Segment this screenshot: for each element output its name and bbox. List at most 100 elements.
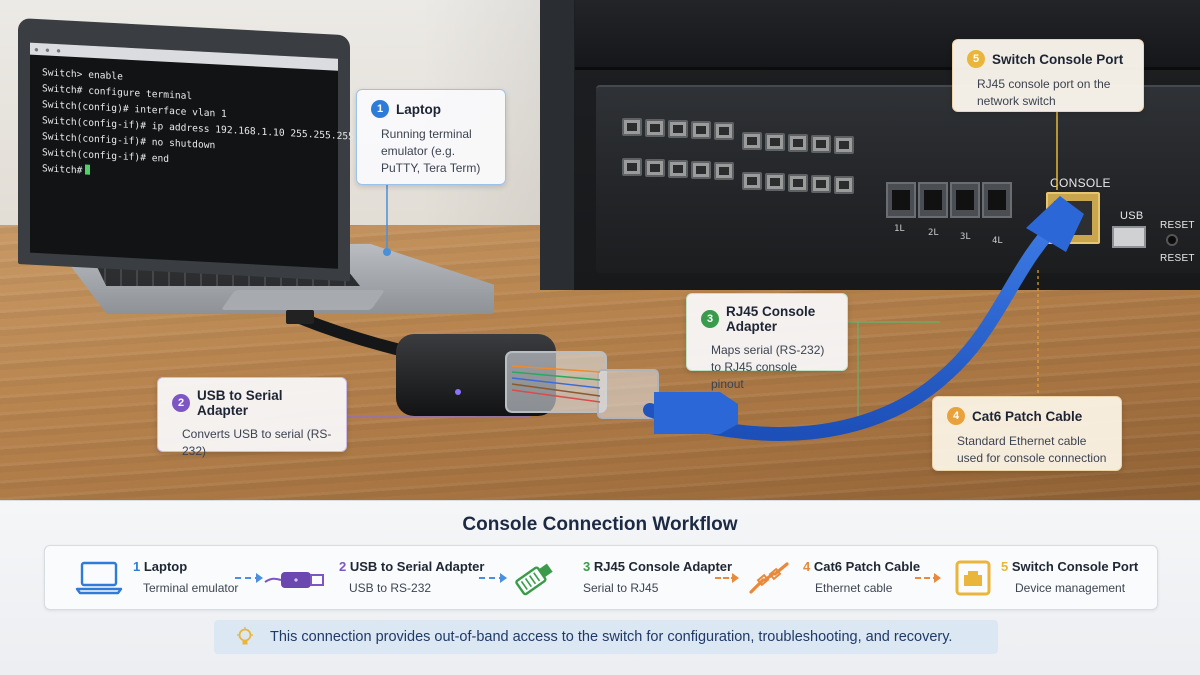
step-number: 2 — [339, 559, 347, 574]
callout-desc: Converts USB to serial (RS-232) — [182, 427, 332, 458]
switch-ethernet-port — [668, 120, 688, 138]
scene-photo: 1L 2L 3L 4L CONSOLE USB RESET RESET ● ● … — [0, 0, 1200, 500]
console-port-icon — [955, 560, 991, 596]
usb-label: USB — [1120, 210, 1144, 222]
cat6-boot-right — [1026, 196, 1084, 252]
rj45-adapter-icon — [515, 563, 553, 596]
callout-laptop: 1 Laptop Running terminal emulator (e.g. … — [356, 89, 506, 185]
reset-label: RESET — [1160, 220, 1195, 231]
callout-cat6-cable: 4 Cat6 Patch Cable Standard Ethernet cabl… — [932, 396, 1122, 471]
switch-ethernet-port — [622, 158, 642, 176]
rack-rail — [540, 0, 574, 290]
rj45-console-adapter — [505, 351, 607, 413]
adapter-led — [455, 389, 461, 395]
connector-wires — [511, 365, 601, 403]
switch-ethernet-port — [765, 173, 785, 191]
lightbulb-icon — [237, 627, 253, 645]
cat6-boot-left — [654, 392, 738, 434]
callout-title: RJ45 Console Adapter — [726, 304, 816, 334]
workflow-step-switch-console: 5 Switch Console Port Device management — [951, 546, 1151, 611]
switch-ethernet-port — [811, 175, 831, 193]
callout-badge: 5 — [967, 50, 985, 68]
callout-title: Switch Console Port — [992, 51, 1124, 67]
laptop-leader-dot — [383, 248, 391, 256]
switch-ethernet-port — [691, 121, 711, 139]
step-title: Laptop — [143, 559, 188, 574]
step-title: Cat6 Patch Cable — [813, 559, 921, 574]
callout-badge: 1 — [371, 100, 389, 118]
callout-switch-console: 5 Switch Console Port RJ45 console port o… — [952, 39, 1144, 112]
step-title: USB to Serial Adapter — [349, 559, 485, 574]
callout-desc: Maps serial (RS-232) to RJ45 console pin… — [711, 343, 825, 391]
console-label: CONSOLE — [1050, 176, 1111, 190]
callout-badge: 3 — [701, 310, 719, 328]
reset-button — [1166, 234, 1178, 246]
callout-rj45-adapter: 3 RJ45 Console Adapter Maps serial (RS-23… — [686, 293, 848, 391]
switch-ethernet-port — [811, 135, 831, 153]
callout-desc: RJ45 console port on the network switch — [977, 77, 1111, 108]
callout-desc: Standard Ethernet cable used for console… — [957, 434, 1107, 465]
switch-ethernet-port — [714, 122, 734, 140]
info-note: This connection provides out-of-band acc… — [214, 620, 998, 654]
reset-label-lower: RESET — [1160, 253, 1195, 264]
switch-ethernet-port — [788, 174, 808, 192]
workflow-panel: Console Connection Workflow 1 Laptop Ter… — [0, 500, 1200, 675]
switch-ethernet-port — [645, 119, 665, 137]
flow-arrow — [715, 573, 739, 583]
sfp-port-2 — [918, 182, 948, 218]
sfp-port-3 — [950, 182, 980, 218]
switch-ethernet-port — [788, 134, 808, 152]
flow-arrow — [235, 573, 263, 583]
callout-desc: Running terminal emulator (e.g. PuTTY, T… — [381, 127, 481, 175]
step-subtitle: Device management — [1015, 581, 1126, 595]
step-title: Switch Console Port — [1011, 559, 1139, 574]
patch-cable-icon — [749, 562, 789, 594]
callout-usb-serial: 2 USB to Serial Adapter Converts USB to s… — [157, 377, 347, 458]
step-number: 1 — [133, 559, 141, 574]
step-subtitle: Ethernet cable — [815, 581, 893, 595]
switch-ethernet-port — [765, 133, 785, 151]
switch-usb-port — [1112, 226, 1146, 248]
step-subtitle: Serial to RJ45 — [583, 581, 659, 595]
sfp-port-4 — [982, 182, 1012, 218]
workflow-step-laptop: 1 Laptop Terminal emulator — [75, 546, 245, 611]
switch-ethernet-port — [742, 172, 762, 190]
switch-ethernet-port — [622, 118, 642, 136]
usb-plug — [286, 310, 314, 324]
cable-illustration — [286, 112, 1084, 441]
switch-ethernet-port — [691, 161, 711, 179]
flow-arrow — [915, 573, 941, 583]
switch-ethernet-port — [668, 160, 688, 178]
info-note-text: This connection provides out-of-band acc… — [270, 629, 953, 645]
workflow-step-rj45: 3 RJ45 Console Adapter Serial to RJ45 — [511, 546, 733, 611]
switch-ethernet-port — [742, 132, 762, 150]
callout-badge: 2 — [172, 394, 190, 412]
workflow-steps: 1 Laptop Terminal emulator 2 USB to Seri… — [44, 545, 1158, 610]
sfp-label-4: 4L — [992, 236, 1003, 246]
callout-title: Cat6 Patch Cable — [972, 408, 1083, 424]
switch-ethernet-port — [834, 136, 854, 154]
workflow-step-cat6: 4 Cat6 Patch Cable Ethernet cable — [745, 546, 945, 611]
sfp-label-1: 1L — [894, 224, 905, 234]
step-title: RJ45 Console Adapter — [593, 559, 733, 574]
sfp-port-1 — [886, 182, 916, 218]
callout-badge: 4 — [947, 407, 965, 425]
step-number: 4 — [803, 559, 811, 574]
step-number: 3 — [583, 559, 591, 574]
laptop-icon — [75, 561, 123, 595]
usb-cable — [294, 312, 406, 356]
workflow-step-usb-serial: 2 USB to Serial Adapter USB to RS-232 — [263, 546, 503, 611]
callout-title: USB to Serial Adapter — [197, 388, 283, 418]
flow-arrow — [479, 573, 507, 583]
step-number: 5 — [1001, 559, 1009, 574]
step-subtitle: Terminal emulator — [143, 581, 239, 595]
switch-ethernet-port — [834, 176, 854, 194]
step-subtitle: USB to RS-232 — [349, 581, 432, 595]
workflow-title: Console Connection Workflow — [462, 514, 738, 535]
usb-serial-adapter-icon — [264, 572, 324, 588]
sfp-label-3: 3L — [960, 232, 971, 242]
switch-ethernet-port — [645, 159, 665, 177]
callout-title: Laptop — [396, 101, 441, 117]
cat6-patch-cable — [643, 213, 1067, 441]
switch-ethernet-port — [714, 162, 734, 180]
